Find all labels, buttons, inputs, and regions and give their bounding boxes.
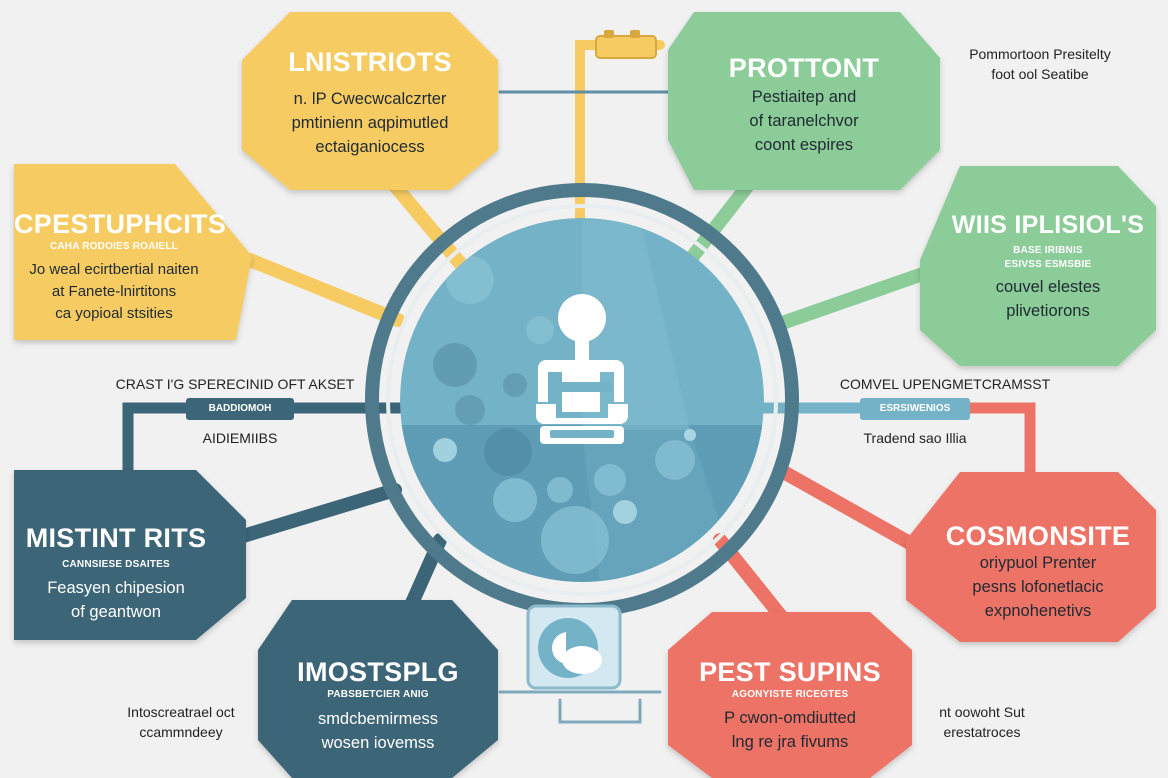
node-top-right-line: coont espires (754, 135, 854, 154)
bottom-left-note: Intoscreatrael oct ccammndeey (106, 702, 256, 743)
node-bottom-right-shape (668, 612, 912, 778)
right-mid-note: Tradend sao Illia (863, 430, 967, 446)
node-left-lower-shape (14, 470, 246, 640)
top-right-note-line: Pommortoon Presitelty (969, 46, 1111, 62)
node-top-left-shape (242, 12, 498, 190)
node-left-upper-line: Jo weal ecirtbertial naiten (29, 261, 199, 278)
node-right-upper-subtitle-line: BASE IRIBNIS (1013, 245, 1083, 256)
top-right-note-line: foot ool Seatibe (991, 66, 1089, 83)
left-mid-title: CRAST I'G SPERECINID OFT AKSET (115, 376, 355, 392)
node-right-lower-text: oriypuol Prenter pesns lofonetlacic expn… (920, 552, 1156, 624)
left-mid-badge (186, 398, 294, 420)
node-bottom-right-line: lng re jra fivums (731, 732, 849, 751)
bottom-right-note-line: erestatroces (943, 724, 1021, 741)
node-left-lower-title: MISTINT RITS (25, 523, 207, 553)
connector-bottom-foot (558, 698, 642, 724)
person-icon (536, 294, 628, 444)
node-bottom-left-line: wosen iovemss (321, 733, 435, 752)
bottom-right-note: nt oowoht Sut erestatroces (912, 702, 1052, 743)
node-top-left-line: pmtinienn aqpimutled (291, 113, 449, 132)
right-mid-badge-label: ESRSIWENIOS (879, 403, 951, 414)
right-mid-title: COMVEL UPENGMETCRAMSST (839, 376, 1051, 392)
node-right-upper-subtitle-line: ESIVSS ESMSBIE (1004, 258, 1092, 270)
node-left-upper-shape (14, 164, 252, 340)
center-ring-inner (386, 204, 778, 596)
node-right-upper-subtitle: BASE IRIBNIS ESIVSS ESMSBIE (940, 244, 1156, 271)
node-bottom-left-line: smdcbemirmess (317, 710, 439, 728)
node-bottom-left-text: smdcbemirmess wosen iovemss (258, 708, 498, 756)
bottom-right-note-line: nt oowoht Sut (939, 704, 1025, 720)
node-right-lower-line: oriypuol Prenter (979, 554, 1097, 572)
node-bottom-right-line: P cwon-omdiutted (724, 709, 856, 727)
node-bottom-right-subtitle: AGONYISTE RICEGTES (731, 689, 849, 700)
connector-left-bracket (122, 402, 416, 476)
connector-left-upper (243, 253, 405, 327)
node-left-lower-line: of geantwon (71, 602, 161, 621)
node-left-lower-line: Feasyen chipesion (47, 579, 185, 597)
node-left-lower-subtitle: CANNSIESE DSAITES (62, 559, 170, 570)
node-top-right-line: of taranelchvor (749, 111, 859, 130)
connector-hub-knob (604, 30, 614, 38)
node-left-upper-text: Jo weal ecirtbertial naiten at Fanete-ln… (14, 259, 214, 324)
node-right-upper-line: plivetiorons (1006, 301, 1090, 320)
node-top-right-shape (668, 12, 940, 190)
node-left-upper-title: CPESTUPHCITS (14, 209, 227, 239)
node-right-lower-line: pesns lofonetlacic (972, 577, 1104, 596)
node-right-lower-title: COSMONSITE (945, 521, 1131, 551)
right-mid-badge (860, 398, 970, 420)
node-right-upper-title: WIIS IPLISIOL'S (951, 211, 1145, 239)
node-right-lower-line: expnohenetivs (984, 601, 1092, 620)
connector-hub (595, 35, 657, 59)
node-left-upper-line: ca yopioal stsities (55, 304, 173, 322)
node-right-upper-shape (920, 166, 1156, 366)
node-top-right-text: Pestiaitep and of taranelchvor coont esp… (668, 86, 940, 158)
left-mid-badge-label: BADDIOMOH (208, 403, 272, 414)
node-top-left-text: n. lP Cwecwcalczrter pmtinienn aqpimutle… (242, 88, 498, 160)
node-left-upper-line: at Fanete-lnirtitons (51, 282, 177, 300)
node-bottom-right-title: PEST SUPINS (699, 657, 881, 687)
node-bottom-right-text: P cwon-omdiutted lng re jra fivums (668, 707, 912, 755)
node-top-left-line: ectaiganiocess (315, 137, 425, 156)
left-mid-note: AIDIEMIIBS (202, 430, 278, 446)
connector-left-lower (223, 483, 402, 547)
node-top-left-title: LNISTRIOTS (288, 47, 452, 77)
node-left-upper-subtitle: CAHA RODOIES ROAIELL (49, 241, 179, 252)
node-right-lower-shape (906, 472, 1156, 642)
connector-hub-knob (630, 30, 640, 38)
node-top-right-line: Pestiaitep and (751, 88, 857, 106)
connector-right-upper (778, 261, 947, 329)
node-bottom-left-shape (258, 600, 498, 778)
connector-top-left (383, 173, 477, 282)
node-top-left-line: n. lP Cwecwcalczrter (293, 90, 447, 108)
node-top-right-title: PROTTONT (728, 53, 880, 83)
chat-bubble-icon (538, 618, 602, 678)
node-bottom-left-subtitle: PABSBETCIER ANIG (327, 689, 429, 700)
node-right-upper-line: couvel elestes (995, 278, 1101, 296)
top-right-note: Pommortoon Presitelty foot ool Seatibe (940, 44, 1140, 85)
bottom-left-note-line: ccammndeey (139, 724, 223, 741)
node-bottom-left-title: IMOSTSPLG (297, 657, 459, 687)
node-right-upper-text: couvel elestes plivetiorons (940, 276, 1156, 324)
bottom-left-note-line: Intoscreatrael oct (127, 704, 235, 720)
node-left-lower-text: Feasyen chipesion of geantwon (14, 577, 218, 625)
